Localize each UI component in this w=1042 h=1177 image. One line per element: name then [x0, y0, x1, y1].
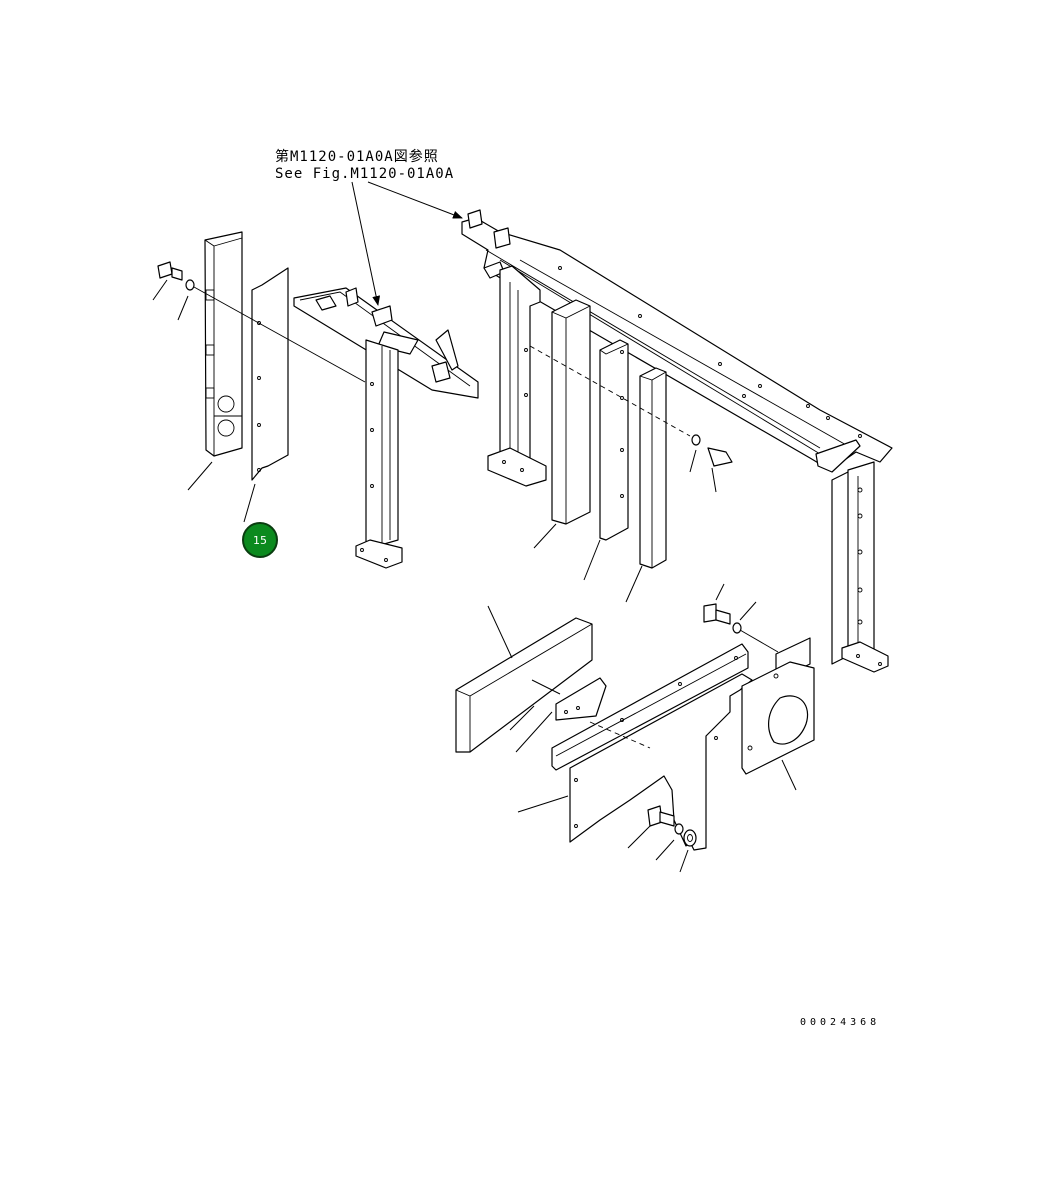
- dashed-guide-1: [529, 345, 691, 437]
- left-cover-strip: [204, 231, 243, 457]
- foam-pad-leaders: [533, 523, 643, 603]
- middle-column: [487, 265, 547, 487]
- bolt-top-left: [152, 261, 366, 523]
- small-gasket-strip: [509, 677, 607, 753]
- lower-cover-plate: [517, 643, 753, 851]
- horizontal-foam-block: [455, 605, 593, 753]
- right-hole-plate: [741, 637, 815, 791]
- drawing-id: 00024368: [800, 1017, 881, 1028]
- left-column-assembly: [293, 287, 479, 569]
- reference-arrows: [351, 181, 463, 306]
- foam-pad-3: [639, 367, 667, 569]
- callout-number: 15: [253, 533, 267, 547]
- foam-pad-1: [551, 299, 591, 525]
- main-frame-beam: [461, 209, 893, 473]
- right-column: [831, 461, 889, 673]
- reference-note: 第M1120-01A0A図参照 See Fig.M1120-01A0A: [275, 149, 454, 183]
- part-callout-15[interactable]: 15: [242, 522, 278, 558]
- bolt-lower-right: [703, 583, 779, 653]
- reference-note-jp: 第M1120-01A0A図参照: [275, 149, 439, 165]
- bolt-bottom: [627, 805, 697, 873]
- foam-pad-2: [599, 339, 629, 541]
- bolt-middle-right: [689, 434, 733, 493]
- left-gasket-plate: [251, 267, 289, 481]
- reference-note-en: See Fig.M1120-01A0A: [275, 166, 455, 182]
